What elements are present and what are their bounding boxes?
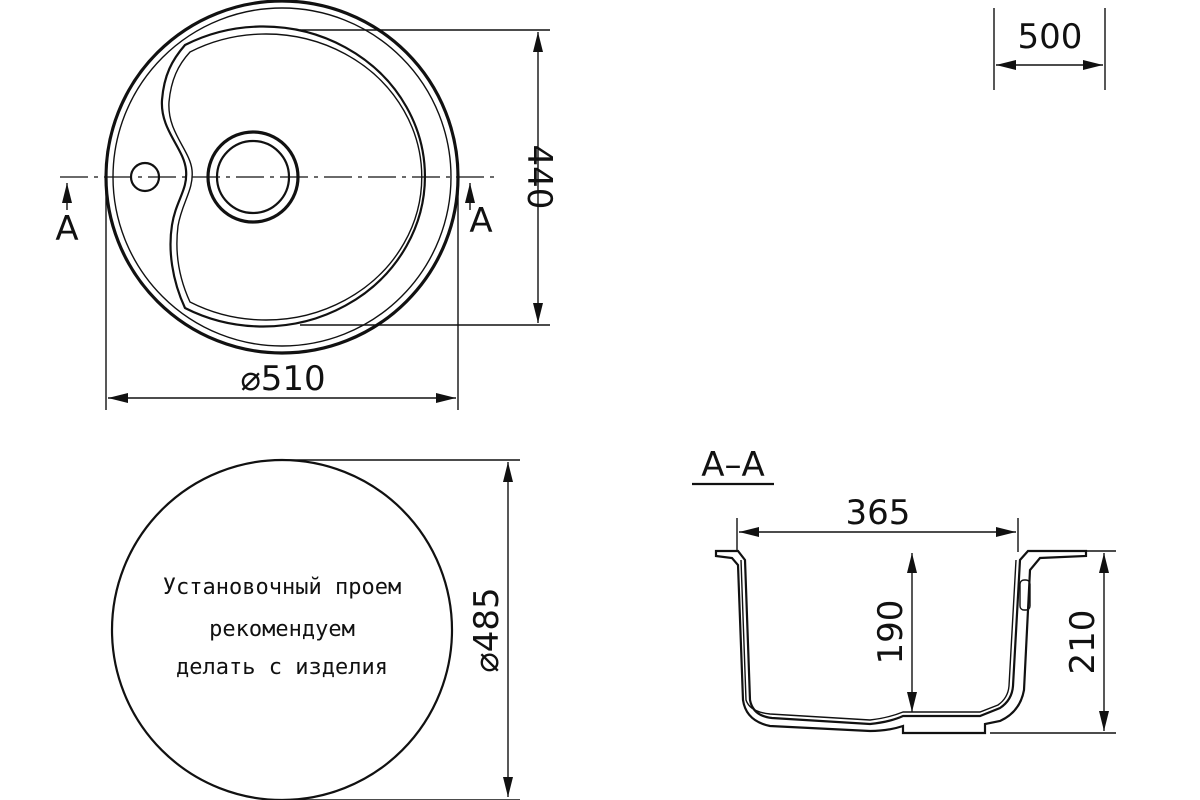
dimension-section-width-label: 365: [846, 493, 911, 533]
section-title-label: A–A: [701, 445, 765, 485]
section-profile: [714, 549, 1088, 735]
section-marker-left: A: [55, 183, 79, 249]
sink-bowl-inner-line: [168, 33, 423, 321]
section-marker-left-label: A: [55, 209, 78, 249]
dimension-bowl-depth: 190: [871, 553, 917, 712]
cutout-note-line-2: рекомендуем: [209, 617, 355, 642]
cutout-circle: [110, 458, 454, 800]
section-outer-profile: [714, 549, 1088, 735]
section-title: A–A: [692, 445, 774, 486]
section-marker-right: A: [465, 183, 493, 241]
dimension-outer-diameter-label: ⌀510: [240, 359, 325, 399]
dimension-outer-diameter: ⌀510: [105, 177, 459, 410]
cutout-view: Установочный проем рекомендуем делать с …: [110, 458, 454, 800]
dimension-overall-depth-label: 210: [1063, 610, 1103, 675]
dimension-overall-width-label: 500: [1018, 17, 1083, 57]
dimension-cutout-diameter-label: ⌀485: [467, 587, 507, 672]
dimension-bowl-height: 440: [300, 29, 559, 326]
cutout-note-line-1: Установочный проем: [163, 575, 401, 600]
section-inner-profile: [740, 559, 1017, 721]
sink-top-view: [60, 0, 500, 355]
sink-bowl-outline: [160, 25, 427, 328]
dimension-bowl-depth-label: 190: [871, 600, 911, 665]
dimension-bowl-height-label: 440: [519, 145, 559, 210]
dimension-overall-depth: 210: [990, 550, 1116, 734]
cutout-note-line-3: делать с изделия: [176, 655, 388, 680]
dimension-section-width: 365: [736, 493, 1019, 552]
overflow-slot: [1019, 579, 1031, 611]
dimension-cutout-diameter: ⌀485: [285, 459, 520, 800]
dimension-overall-width: 500: [993, 8, 1106, 90]
section-marker-right-label: A: [469, 201, 492, 241]
